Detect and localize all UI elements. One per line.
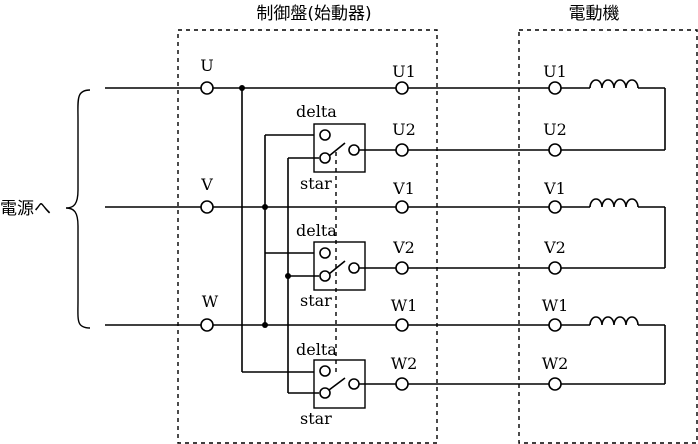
motor-winding-w [561, 316, 666, 385]
motor-terminal-v2-label: V2 [543, 238, 566, 257]
junction-dot [285, 273, 291, 279]
motor-terminal-w1-label: W1 [542, 296, 569, 315]
controller-box [177, 29, 438, 444]
switch-output-wires [359, 149, 396, 385]
motor-box [518, 29, 698, 444]
motor-terminals [548, 81, 562, 391]
motor-terminal-w2-label: W2 [542, 354, 569, 373]
junction-dot [262, 322, 268, 328]
switch-u-star-label: star [300, 174, 332, 193]
connection-wires [408, 87, 549, 385]
supply-label-u: U [200, 56, 213, 75]
switch-v [313, 241, 366, 291]
controller-terminal-u2-label: U2 [392, 120, 416, 139]
switch-w [313, 359, 366, 409]
switch-u [313, 123, 366, 173]
switch-w-delta-label: delta [296, 340, 337, 359]
junction-dot [262, 204, 268, 210]
controller-terminal-v1-label: V1 [392, 179, 415, 198]
controller-terminal-u1-label: U1 [392, 62, 416, 81]
motor-terminal-u1-label: U1 [543, 62, 567, 81]
controller-title: 制御盤(始動器) [256, 4, 371, 24]
switch-v-star-label: star [300, 291, 332, 310]
motor-terminal-v1-label: V1 [543, 179, 566, 198]
controller-terminal-w1-label: W1 [391, 296, 418, 315]
motor-terminal-u2-label: U2 [543, 120, 567, 139]
supply-terminal-v [200, 200, 214, 214]
supply-terminal-u [200, 81, 214, 95]
switch-v-delta-label: delta [296, 221, 337, 240]
supply-terminal-w [200, 318, 214, 332]
controller-terminals [395, 81, 409, 391]
motor-winding-u [561, 79, 666, 151]
controller-terminal-w2-label: W2 [391, 354, 418, 373]
junction-dot [239, 85, 245, 91]
supply-label-w: W [202, 292, 219, 311]
controller-terminal-v2-label: V2 [392, 238, 415, 257]
supply-label-v: V [200, 175, 213, 194]
supply-brace [65, 89, 91, 329]
motor-winding-v [561, 198, 666, 269]
switch-u-delta-label: delta [296, 102, 337, 121]
switch-w-star-label: star [300, 409, 332, 428]
motor-title: 電動機 [569, 4, 620, 24]
power-source-label: 電源へ [0, 199, 51, 219]
